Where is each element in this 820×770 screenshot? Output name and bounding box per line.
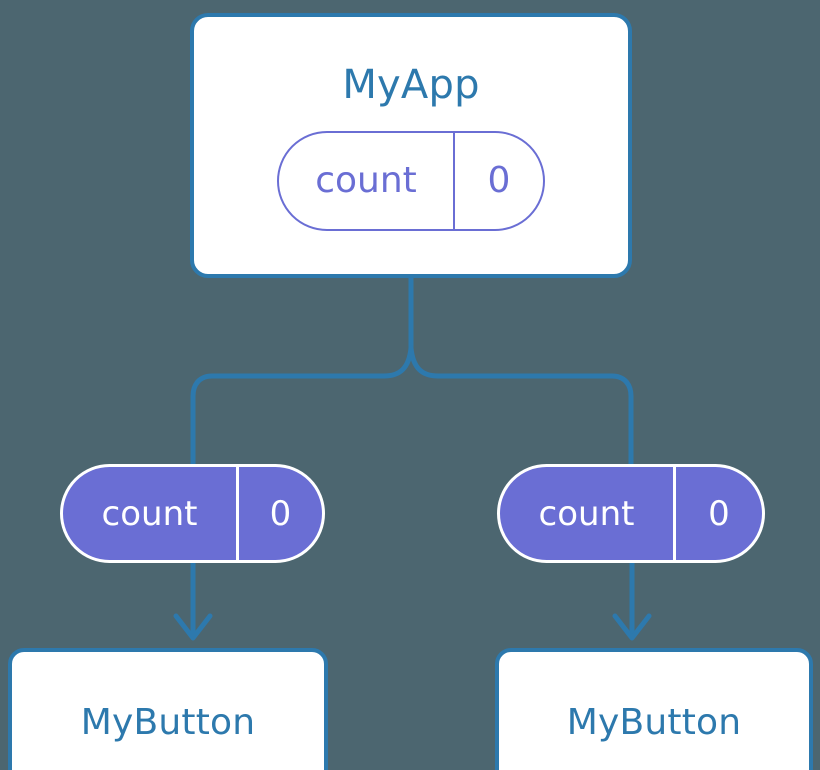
component-name-label: MyButton bbox=[80, 702, 256, 743]
prop-pill-left[interactable]: count 0 bbox=[60, 464, 325, 563]
fork-connector bbox=[190, 275, 634, 467]
prop-key-label: count bbox=[538, 493, 635, 534]
prop-key-label: count bbox=[101, 493, 198, 534]
component-name-label: MyButton bbox=[566, 702, 742, 743]
state-key-label: count bbox=[315, 160, 417, 201]
state-value-label: 0 bbox=[453, 133, 543, 229]
arrow-right-head bbox=[612, 613, 652, 641]
fork-right-branch-path bbox=[408, 345, 634, 467]
prop-value-label: 0 bbox=[236, 467, 322, 560]
component-node-mybutton-left[interactable]: MyButton bbox=[8, 648, 328, 770]
prop-pill-right[interactable]: count 0 bbox=[497, 464, 765, 563]
arrow-down-icon-right bbox=[612, 560, 652, 641]
arrow-down-icon-left bbox=[173, 560, 213, 641]
fork-left-branch-path bbox=[190, 345, 414, 467]
component-name-label: MyApp bbox=[342, 62, 480, 108]
state-pill-myapp[interactable]: count 0 bbox=[277, 131, 545, 231]
arrow-left-head bbox=[173, 613, 213, 641]
component-node-mybutton-right[interactable]: MyButton bbox=[495, 648, 813, 770]
prop-value-label: 0 bbox=[673, 467, 762, 560]
